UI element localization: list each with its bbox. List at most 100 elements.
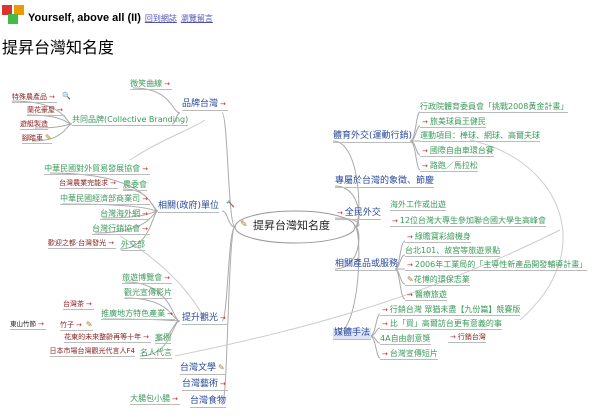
link-arrow-icon[interactable]: → xyxy=(142,210,148,218)
link-arrow-icon[interactable]: → xyxy=(164,274,170,282)
link-arrow-icon[interactable]: → xyxy=(392,217,398,225)
node-symbol[interactable]: 專屬於台灣的象徵、節慶 xyxy=(335,176,435,188)
node-gov-units[interactable]: 相關(政府)單位 xyxy=(158,201,220,213)
node-food[interactable]: 台灣食物 xyxy=(190,396,227,408)
node-sports-5[interactable]: →路跑／馬拉松 xyxy=(420,161,478,172)
node-literature[interactable]: 台灣文學✎ xyxy=(180,363,225,375)
note-icon: ✎ xyxy=(85,320,93,329)
node-taiwan-overseas[interactable]: 台灣海外網→ xyxy=(100,209,150,220)
link-arrow-icon[interactable]: → xyxy=(164,80,170,88)
link-arrow-icon[interactable]: → xyxy=(382,350,388,358)
node-coa[interactable]: 農委會 xyxy=(123,180,147,191)
node-bamboo[interactable]: 竹子→✎ xyxy=(60,320,93,331)
node-prod-2[interactable]: 台北101、故宮等旅遊景點 xyxy=(405,246,501,257)
header-bar: Yourself, above all (II) 回到網誌 瀏覽留言 xyxy=(28,12,213,24)
link-arrow-icon[interactable]: → xyxy=(142,195,148,203)
node-prod-5[interactable]: →醫療旅遊 xyxy=(405,290,447,301)
node-sausage[interactable]: 大腸包小腸→ xyxy=(130,394,180,405)
node-taitra[interactable]: 中華民國對外貿易發展協會→ xyxy=(44,164,150,175)
link-arrow-icon[interactable]: → xyxy=(86,300,92,308)
back-to-blog-link[interactable]: 回到網誌 xyxy=(144,14,177,23)
node-prod-3[interactable]: →2006年工業局的「主導性新產品開發輔導計畫」 xyxy=(405,260,588,271)
link-arrow-icon[interactable]: → xyxy=(57,106,63,114)
node-taiwan-tea[interactable]: 台灣茶→ xyxy=(63,300,94,310)
node-local-industry[interactable]: 推廣地方特色產業→ xyxy=(101,309,175,320)
node-products[interactable]: 相關產品或服務 xyxy=(335,259,399,271)
link-arrow-icon[interactable]: → xyxy=(422,118,428,126)
line-brand xyxy=(221,112,236,228)
node-brand-taiwan[interactable]: 品牌台灣→ xyxy=(182,99,228,111)
center-topic[interactable]: 提昇台灣知名度 xyxy=(253,219,330,232)
node-prod-1[interactable]: →綠瞻寶彩繪機身 xyxy=(405,232,471,243)
hammer-icon: 🔨 xyxy=(226,200,235,208)
node-collective-branding[interactable]: 共同品牌(Collective Branding) xyxy=(72,115,189,126)
link-arrow-icon[interactable]: → xyxy=(172,395,178,403)
node-media[interactable]: 媒體手法 xyxy=(333,328,372,340)
link-arrow-icon[interactable]: → xyxy=(142,225,148,233)
node-cases[interactable]: 案例 xyxy=(155,333,171,344)
view-comments-link[interactable]: 瀏覽留言 xyxy=(180,14,213,23)
link-arrow-icon[interactable]: → xyxy=(407,291,413,299)
node-sports-diplomacy[interactable]: 體育外交(運動行銷) xyxy=(333,131,413,143)
node-celebrity[interactable]: 名人代言 xyxy=(140,348,172,359)
note-icon: ✎ xyxy=(45,133,52,142)
node-travel-expo[interactable]: 旅遊博覽會→ xyxy=(122,273,172,284)
node-people-2[interactable]: →12位台灣大專生參加聯合國大學生高峰會 xyxy=(390,216,547,227)
node-marketing-assoc[interactable]: 台灣行銷協會→ xyxy=(92,224,150,235)
link-arrow-icon[interactable]: → xyxy=(220,100,226,108)
node-media-2[interactable]: →比「買」高爾訪台更有意義的事 xyxy=(380,319,502,330)
node-sports-4[interactable]: →國際自由車環台賽 xyxy=(420,146,494,157)
node-special-agri[interactable]: 特殊農產品→ xyxy=(12,93,57,103)
node-sports-2[interactable]: →旅美球員王健民 xyxy=(420,117,486,128)
cubes-logo-icon xyxy=(2,5,24,24)
link-arrow-icon[interactable]: → xyxy=(382,320,388,328)
node-sports-1[interactable]: 行政院體育委員會「挑戰2008黃金計畫」 xyxy=(420,102,569,113)
node-prod-4[interactable]: ✎花博的環保志業 xyxy=(405,275,470,286)
node-media-3[interactable]: 4A自由創意獎 xyxy=(380,334,431,345)
node-media-1[interactable]: →行銷台灣 眾猶未盡【九份篇】競賽版 xyxy=(380,305,521,316)
node-yacht[interactable]: 遊艇製造 xyxy=(20,120,48,130)
node-media-4[interactable]: →行銷台灣 xyxy=(448,333,486,343)
link-arrow-icon[interactable]: → xyxy=(38,320,44,328)
node-mofa[interactable]: 外交部 xyxy=(121,240,145,251)
node-dongshan[interactable]: 東山竹節→ xyxy=(10,320,46,330)
node-sports-3[interactable]: 運動項目：棒球、網球、高爾夫球 xyxy=(420,131,540,142)
node-welcome-capital[interactable]: 歡迎之都·台灣發光→ xyxy=(47,239,116,249)
node-smile-curve[interactable]: 微笑曲線→ xyxy=(130,79,172,90)
link-arrow-icon[interactable]: → xyxy=(108,239,114,247)
search-icon: 🔍 xyxy=(62,92,71,100)
link-arrow-icon[interactable]: → xyxy=(220,380,226,388)
link-arrow-icon[interactable]: → xyxy=(143,333,149,341)
link-arrow-icon[interactable]: → xyxy=(382,306,388,314)
node-f4[interactable]: 日本市場台灣觀光代言人F4 xyxy=(49,347,135,357)
page-title: 提昇台灣知名度 xyxy=(2,38,115,57)
link-arrow-icon[interactable]: → xyxy=(337,209,343,217)
center-icon: ✎ xyxy=(240,220,248,230)
link-arrow-icon[interactable]: → xyxy=(142,165,148,173)
link-arrow-icon[interactable]: → xyxy=(167,310,173,318)
node-tourism[interactable]: 提升觀光→ xyxy=(182,313,228,325)
node-media-5[interactable]: →台灣宣傳短片 xyxy=(380,349,438,360)
node-tour-video[interactable]: 觀光宣傳影片 xyxy=(124,288,172,299)
node-people-diplomacy[interactable]: →全民外交 xyxy=(335,208,381,220)
logo xyxy=(2,3,28,25)
link-arrow-icon[interactable]: → xyxy=(76,321,82,329)
link-arrow-icon[interactable]: → xyxy=(450,333,456,341)
link-arrow-icon[interactable]: → xyxy=(110,179,116,187)
node-people-1[interactable]: 海外工作或出遊 xyxy=(390,200,446,211)
node-bicycle[interactable]: 腳踏車✎ xyxy=(22,133,52,144)
node-moea[interactable]: 中華民國經濟部商業司→ xyxy=(60,194,150,205)
node-orchid[interactable]: 蘭花豪屋→ xyxy=(27,106,65,116)
link-arrow-icon[interactable]: → xyxy=(49,93,55,101)
site-title: Yourself, above all (II) xyxy=(28,12,141,24)
node-agri-item[interactable]: 台灣農業完能求→ xyxy=(59,179,118,189)
link-arrow-icon[interactable]: → xyxy=(220,314,226,322)
link-arrow-icon[interactable]: → xyxy=(422,162,428,170)
link-arrow-icon[interactable]: → xyxy=(407,261,413,269)
link-arrow-icon[interactable]: → xyxy=(407,233,413,241)
link-arrow-icon[interactable]: → xyxy=(422,147,428,155)
node-art[interactable]: 台灣藝術→ xyxy=(182,379,228,391)
node-huadong[interactable]: 花東的未來整齡再等十年→ xyxy=(64,333,151,343)
